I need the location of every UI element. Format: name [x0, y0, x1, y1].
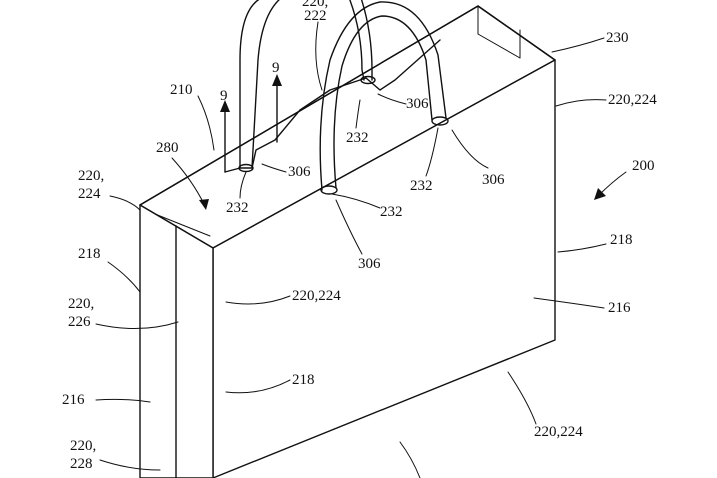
- label-210: 210: [170, 82, 193, 98]
- label-220-top: 220,: [302, 0, 328, 10]
- label-218-right: 218: [610, 232, 633, 248]
- label-218-center: 218: [292, 372, 315, 388]
- back-handle-right-2: [349, 0, 365, 81]
- label-232-a: 232: [346, 130, 369, 146]
- front-handle-inner: [333, 15, 433, 189]
- label-230: 230: [606, 30, 629, 46]
- label-220-low: 220,: [70, 438, 96, 454]
- label-220-224-bottom: 220,224: [534, 424, 583, 440]
- section-arrowhead-left: [220, 100, 230, 112]
- label-9-right: 9: [272, 60, 280, 76]
- leader-306-b: [261, 163, 287, 173]
- label-226: 226: [68, 314, 91, 330]
- leader-220-226: [95, 321, 179, 329]
- label-306-a: 306: [406, 96, 429, 112]
- label-232-d: 232: [380, 204, 403, 220]
- leader-216-left: [95, 398, 151, 403]
- leader-230: [551, 37, 605, 53]
- leader-216-right: [533, 297, 605, 309]
- label-306-c: 306: [482, 172, 505, 188]
- inner-back-edge: [477, 33, 521, 59]
- back-handle-right: [360, 0, 373, 81]
- section-arrowhead-right: [272, 74, 282, 86]
- label-9-left: 9: [220, 88, 228, 104]
- leader-222: [315, 21, 323, 91]
- leader-220-224-left: [109, 195, 141, 211]
- label-200: 200: [632, 158, 655, 174]
- leader-232-c: [425, 127, 439, 177]
- leader-306-c: [451, 129, 489, 169]
- leader-220-224-bottom: [507, 371, 537, 425]
- label-222: 222: [304, 8, 327, 24]
- handle-end-left: [320, 185, 338, 195]
- leader-218-center: [225, 379, 291, 394]
- leader-220-228: [99, 459, 161, 471]
- label-216-right: 216: [608, 300, 631, 316]
- front-handle-outer: [319, 1, 447, 191]
- leader-218-left: [107, 261, 141, 293]
- back-handle-inner: [251, 0, 280, 169]
- leader-232-a: [355, 99, 361, 129]
- label-280: 280: [156, 140, 179, 156]
- label-220-mid: 220,: [68, 296, 94, 312]
- label-306-b: 306: [288, 164, 311, 180]
- label-220-224-top: 220,224: [608, 92, 657, 108]
- leader-232-d: [331, 193, 381, 209]
- handle-end-right: [431, 116, 449, 126]
- label-306-d: 306: [358, 256, 381, 272]
- arrowhead-200: [594, 188, 606, 200]
- leader-306-a: [377, 93, 407, 105]
- leader-220-224-mid: [225, 295, 291, 305]
- label-228: 228: [70, 456, 93, 472]
- leader-220-224-top: [555, 99, 607, 107]
- back-handle-outer: [239, 0, 260, 169]
- arrowhead-280: [199, 199, 209, 210]
- leader-306-d: [335, 199, 363, 255]
- back-handle-end-right: [360, 75, 376, 85]
- back-cutout: [224, 39, 441, 173]
- leader-210: [197, 95, 215, 151]
- label-224-left: 224: [78, 186, 101, 202]
- label-220-left: 220,: [78, 168, 104, 184]
- label-232-b: 232: [226, 200, 249, 216]
- label-232-c: 232: [410, 178, 433, 194]
- label-218-left: 218: [78, 246, 101, 262]
- label-220-224-mid: 220,224: [292, 288, 341, 304]
- label-216-left: 216: [62, 392, 85, 408]
- leader-bottom: [399, 441, 421, 478]
- leader-218-right: [557, 243, 607, 253]
- leader-232-b: [239, 171, 247, 199]
